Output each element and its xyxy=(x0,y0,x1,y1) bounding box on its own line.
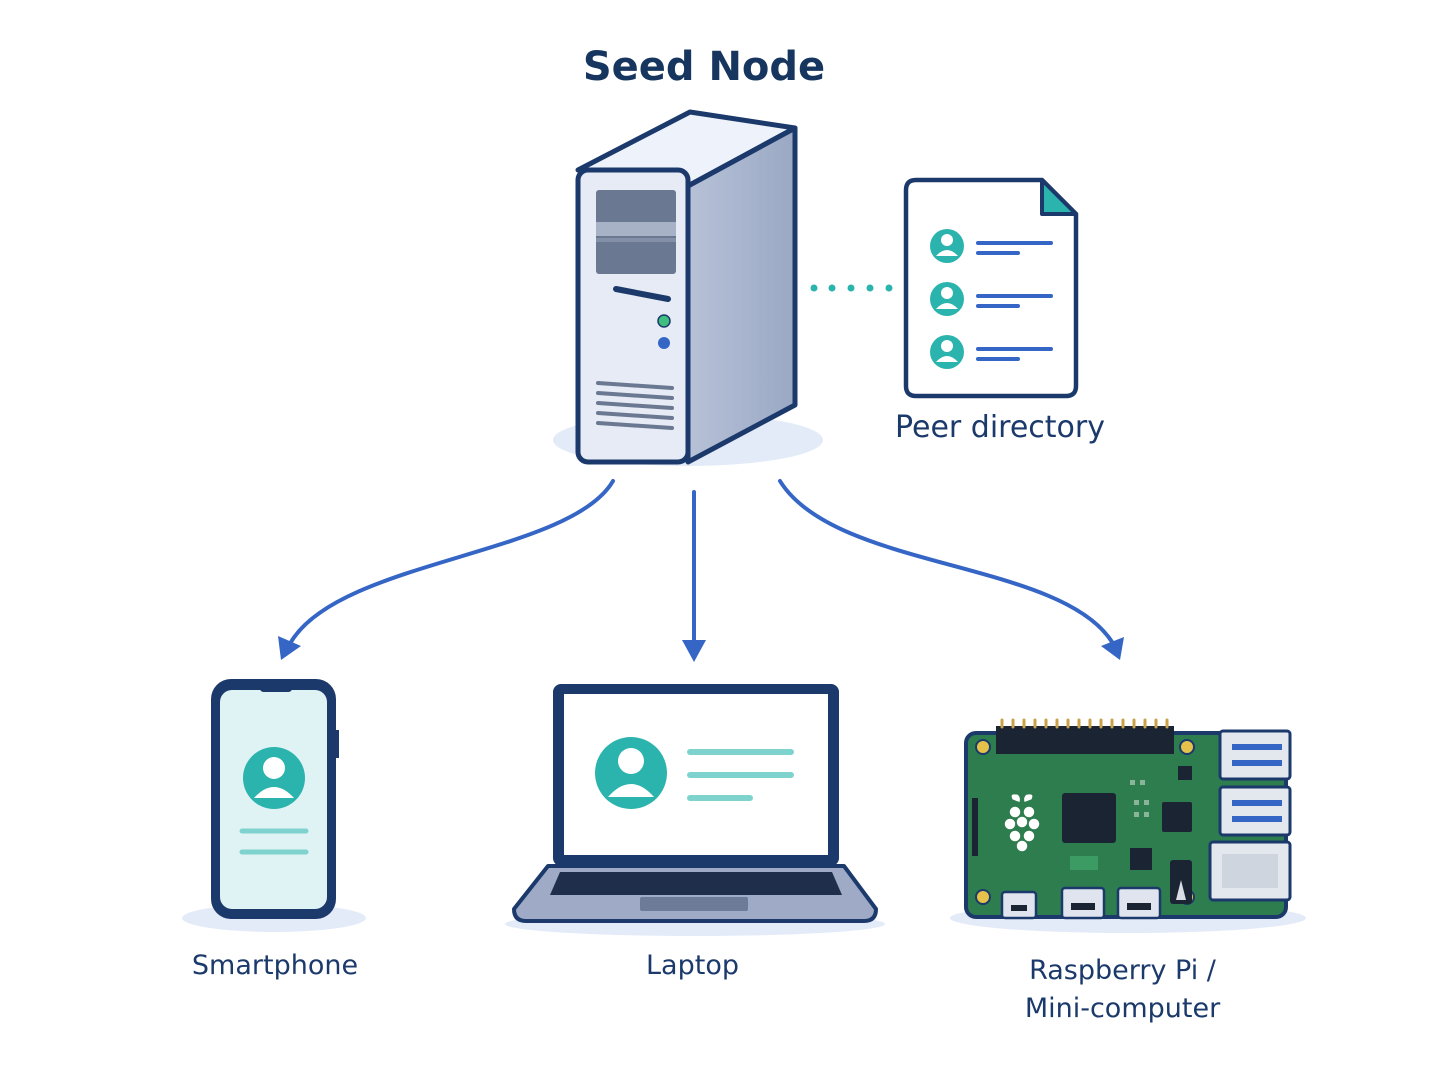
smartphone-icon xyxy=(182,679,366,932)
dotted-connector xyxy=(810,284,893,292)
peer-entry xyxy=(930,229,1053,263)
raspberry-pi-label-line1: Raspberry Pi / xyxy=(1029,955,1216,986)
raspberry-pi-label-line2: Mini-computer xyxy=(1024,993,1221,1024)
laptop-icon xyxy=(505,684,885,936)
arrowhead-icon xyxy=(278,636,301,660)
raspberry-pi-label: Raspberry Pi / Mini-computer xyxy=(975,952,1270,1028)
peer-entry xyxy=(930,335,1053,369)
raspberry-logo-icon xyxy=(1003,792,1041,853)
smartphone-label: Smartphone xyxy=(191,950,359,981)
peer-entry xyxy=(930,282,1053,316)
arrow-to-smartphone xyxy=(289,479,615,644)
raspberry-pi-board-icon xyxy=(950,718,1306,933)
arrow-to-raspberry-pi xyxy=(778,479,1114,644)
laptop-label: Laptop xyxy=(646,950,739,981)
peer-directory-label: Peer directory xyxy=(894,410,1105,445)
arrowhead-icon xyxy=(682,640,706,662)
arrowhead-icon xyxy=(1101,637,1124,660)
peer-directory-document-icon xyxy=(903,177,1079,399)
seed-node-title: Seed Node xyxy=(582,44,826,90)
server-tower-icon xyxy=(553,109,823,466)
